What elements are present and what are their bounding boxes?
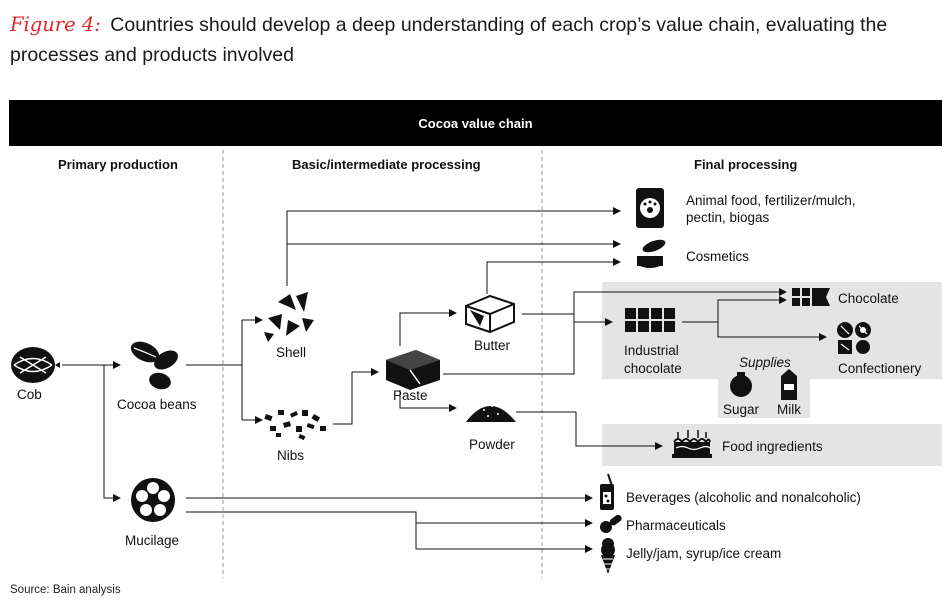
ice-cream-icon [601,538,615,574]
output-pharmaceuticals: Pharmaceuticals [626,518,726,533]
node-mucilage: Mucilage [125,533,180,548]
animal-food-bag-icon [636,188,664,228]
cosmetics-jar-icon [637,239,666,268]
connector-paste-powder [399,390,457,412]
figure-title: Figure 4: Countries should develop a dee… [10,10,945,70]
confectionery-icon [837,322,871,354]
shell-fragments-icon [264,292,314,342]
sugar-bag-icon [730,372,752,397]
output-confectionery: Confectionery [838,361,922,376]
industrial-chocolate-icon [625,308,675,332]
connector-paste-chocolate [443,288,787,375]
connector-mucilage-jelly [186,511,593,553]
milk-carton-icon [781,369,797,400]
output-jelly-syrup-ice-cream: Jelly/jam, syrup/ice cream [626,546,782,561]
figure-title-text: Countries should develop a deep understa… [10,14,888,66]
chocolate-bar-icon [792,288,830,306]
output-animal-food-line1: Animal food, fertilizer/mulch, [686,193,856,208]
figure-label: Figure 4: [10,13,101,36]
powder-pile-icon [466,405,516,422]
mucilage-icon [131,478,175,522]
output-food-ingredients: Food ingredients [722,439,823,454]
output-cosmetics: Cosmetics [686,249,750,264]
supplies-label: Supplies [739,355,791,370]
value-chain-header: Cocoa value chain [9,100,942,146]
connector-paste-butter [399,309,457,346]
beverage-glass-icon [600,473,614,510]
butter-block-icon [465,294,515,334]
node-industrial-chocolate-line1: Industrial [624,343,679,358]
output-beverages: Beverages (alcoholic and nonalcoholic) [626,490,861,505]
pills-icon [600,514,622,533]
column-final-processing: Final processing [694,157,798,172]
connector-to-chocolate [717,296,787,322]
supply-sugar: Sugar [723,402,760,417]
connector-powder-food-ingredients [516,411,663,450]
node-powder: Powder [469,437,515,452]
supply-milk: Milk [777,402,801,417]
node-paste: Paste [393,388,428,403]
node-butter: Butter [474,338,511,353]
connector-shell-animal-food [286,207,621,286]
paste-block-icon [386,350,440,390]
connector-nibs-paste [333,368,379,425]
node-cob: Cob [17,387,42,402]
connector-butter-cosmetics [486,258,621,294]
connector-to-confectionery [682,321,827,341]
output-chocolate: Chocolate [838,291,899,306]
cocoa-pod-icon [11,347,60,383]
nibs-icon [264,410,326,441]
cake-icon [672,430,712,458]
value-chain-header-text: Cocoa value chain [418,115,533,131]
source-note: Source: Bain analysis [10,584,121,596]
output-animal-food-line2: pectin, biogas [686,210,770,225]
cocoa-beans-icon [130,341,178,390]
node-shell: Shell [276,345,307,360]
node-cocoa-beans: Cocoa beans [117,397,197,412]
column-primary-production: Primary production [58,157,178,172]
connector-cob-mucilage [103,365,121,502]
column-basic-processing: Basic/intermediate processing [292,157,481,172]
node-industrial-chocolate-line2: chocolate [624,361,682,376]
node-nibs: Nibs [277,448,305,463]
